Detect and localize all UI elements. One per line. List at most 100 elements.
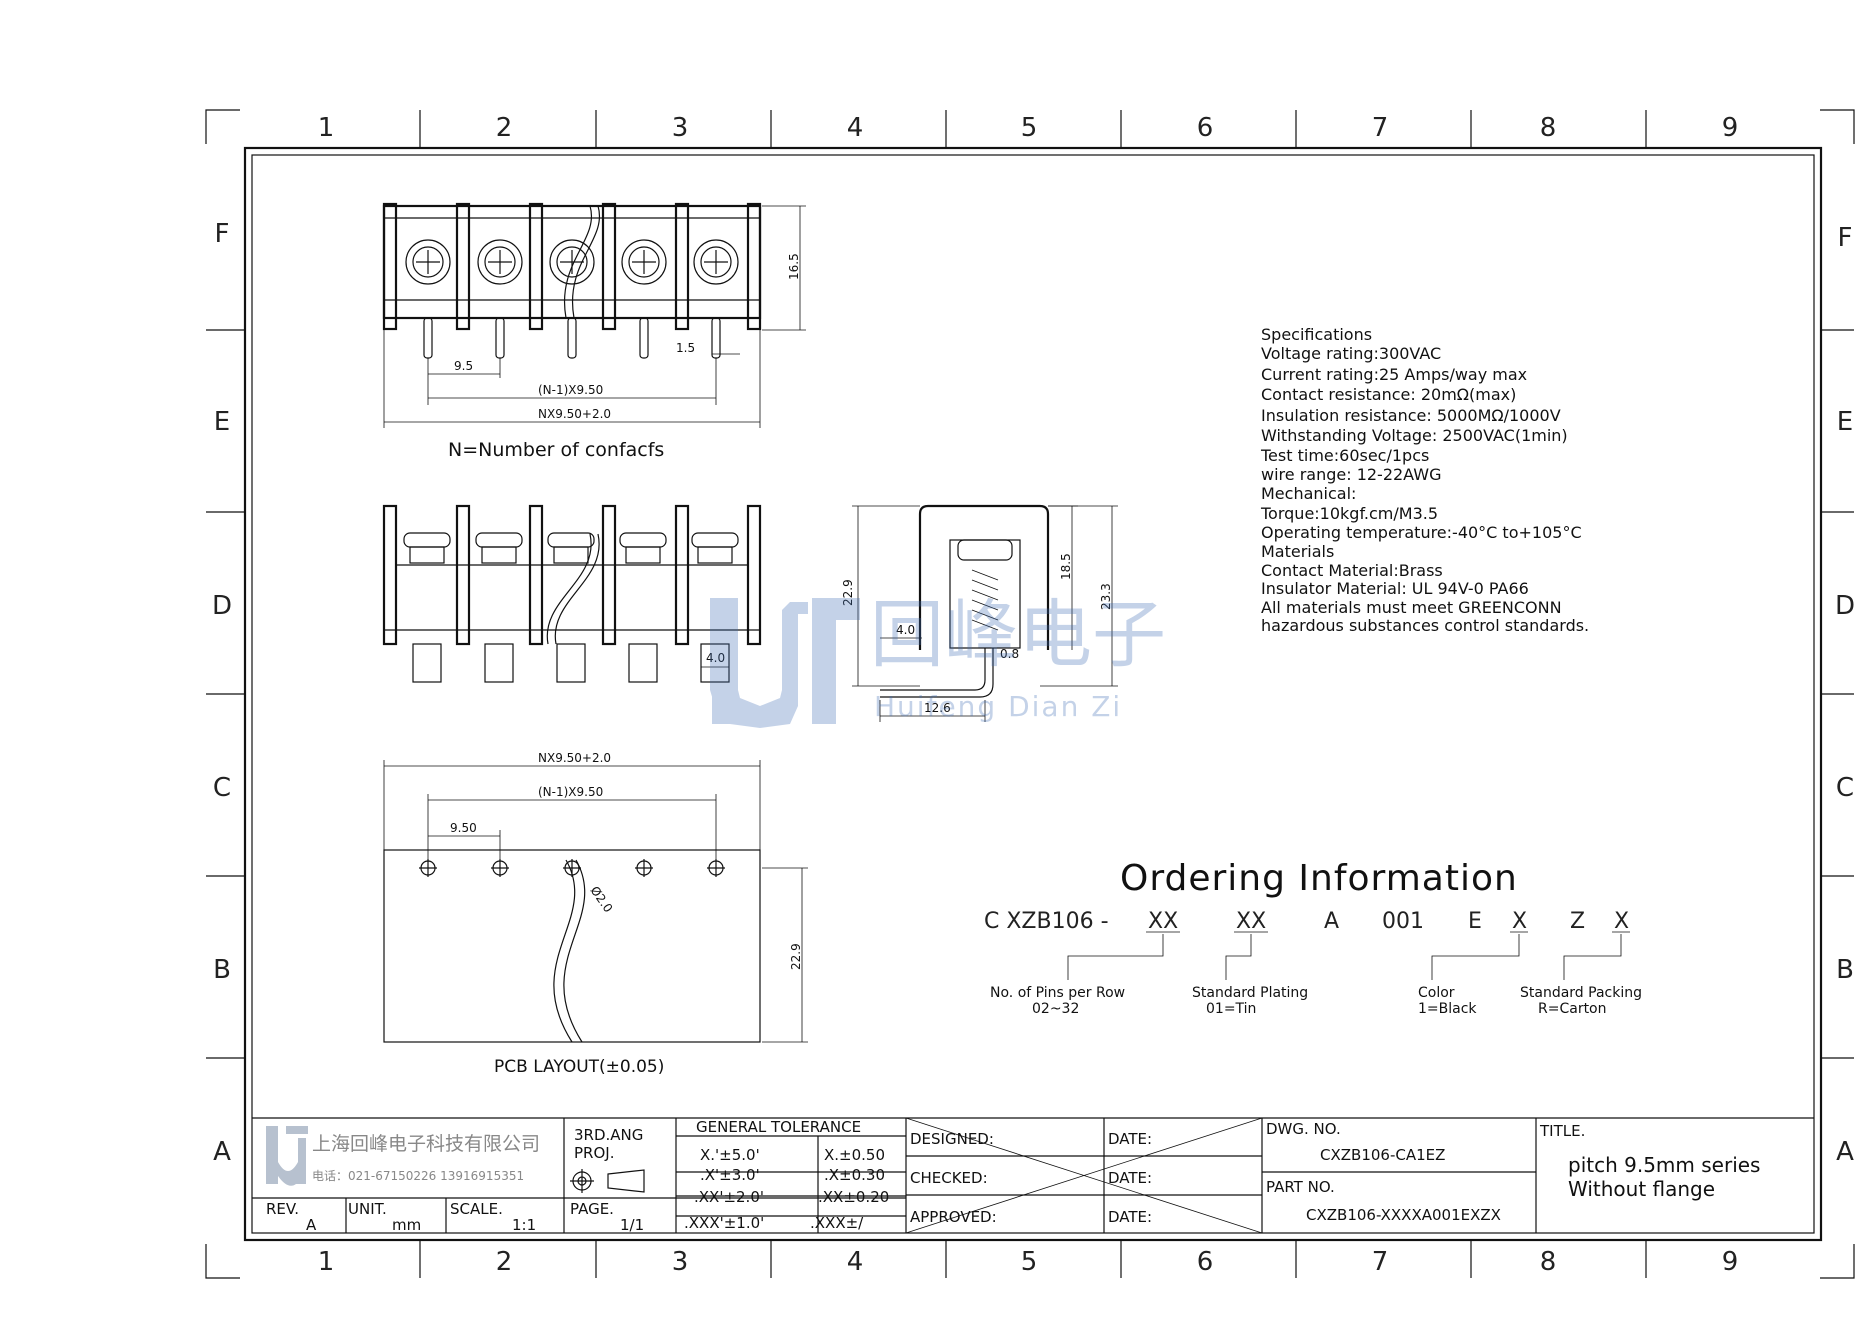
- pcb-caption: PCB LAYOUT(±0.05): [494, 1057, 664, 1077]
- zone-row-labels-left: F E D C B A: [212, 219, 232, 1167]
- top-view-caption: N=Number of confacfs: [448, 439, 664, 461]
- dwg-no-value: CXZB106-CA1EZ: [1320, 1146, 1445, 1164]
- ordering-code-z: Z: [1570, 909, 1585, 934]
- zone-col-5: 5: [1021, 113, 1038, 143]
- title-label: TITLE.: [1539, 1122, 1585, 1140]
- zone-ticks: [206, 110, 1854, 1278]
- ordering-label-packing-line1: Standard Packing: [1520, 985, 1642, 1001]
- title-line-1: pitch 9.5mm series: [1568, 1153, 1760, 1177]
- title-block: 上海回峰电子科技有限公司 电话：021-67150226 13916915351…: [252, 1117, 1814, 1234]
- pcb-pitch-dim: 9.50: [450, 821, 477, 835]
- spec-line-1: Voltage rating:300VAC: [1261, 344, 1441, 363]
- scale-value: 1:1: [512, 1216, 536, 1234]
- spec-line-0: Specifications: [1261, 325, 1372, 344]
- top-view-pin-dim: 1.5: [676, 341, 695, 355]
- spec-line-7: wire range: 12-22AWG: [1261, 465, 1441, 484]
- specifications: Specifications Voltage rating:300VAC Cur…: [1260, 325, 1589, 635]
- unit-value: mm: [392, 1216, 421, 1234]
- zone-col-1-bottom: 1: [318, 1247, 335, 1277]
- zone-row-c-right: C: [1836, 773, 1854, 803]
- pcb-layout: Ø2.0 NX9.50+2.0 (N-1)X9.50 9.50 22.9 PCB…: [383, 751, 808, 1077]
- top-view-pitch-dim: 9.5: [454, 359, 473, 373]
- zone-col-1: 1: [318, 113, 335, 143]
- top-view: 16.5 9.5 1.5 (N-1)X9.50 NX9.50+2.0 N=Num…: [382, 202, 806, 461]
- zone-row-labels-right: F E D C B A: [1835, 223, 1855, 1167]
- spec-line-6: Test time:60sec/1pcs: [1260, 446, 1429, 465]
- zone-col-7-bottom: 7: [1372, 1247, 1389, 1277]
- company-name: 上海回峰电子科技有限公司: [312, 1133, 540, 1155]
- pcb-span-dim: (N-1)X9.50: [538, 785, 603, 799]
- tolerance-angle-3: .XXX'±1.0': [684, 1214, 764, 1232]
- zone-col-3: 3: [672, 113, 689, 143]
- zone-col-4-bottom: 4: [847, 1247, 864, 1277]
- zone-row-b: B: [213, 955, 231, 985]
- zone-col-2: 2: [496, 113, 513, 143]
- spec-line-10: Operating temperature:-40°C to+105°C: [1261, 523, 1582, 542]
- projection-label-1: 3RD.ANG: [574, 1126, 643, 1144]
- ordering-label-pins-line1: No. of Pins per Row: [990, 985, 1125, 1001]
- ordering-code-e: E: [1468, 909, 1482, 934]
- zone-column-labels-bottom: 1 2 3 4 5 6 7 8 9: [318, 1247, 1739, 1277]
- page-label: PAGE.: [570, 1200, 614, 1218]
- watermark: 回峰电子 Huifeng Dian Zi: [710, 592, 1166, 728]
- dwg-no-label: DWG. NO.: [1266, 1120, 1341, 1138]
- zone-col-2-bottom: 2: [496, 1247, 513, 1277]
- top-view-total-dim: NX9.50+2.0: [538, 407, 611, 421]
- company-phone: 电话：021-67150226 13916915351: [312, 1169, 524, 1183]
- zone-col-4: 4: [847, 113, 864, 143]
- ordering-code-plating: XX: [1236, 909, 1266, 934]
- zone-col-5-bottom: 5: [1021, 1247, 1038, 1277]
- zone-col-9-bottom: 9: [1722, 1247, 1739, 1277]
- inner-border: [251, 154, 1815, 1234]
- zone-col-3-bottom: 3: [672, 1247, 689, 1277]
- ordering-label-color-line1: Color: [1418, 985, 1455, 1001]
- pcb-total-dim: NX9.50+2.0: [538, 751, 611, 765]
- tolerance-angle-2: .XX'±2.0': [694, 1188, 764, 1206]
- side-view-pin-offset-dim: 4.0: [896, 623, 915, 637]
- checked-label: CHECKED:: [910, 1169, 988, 1187]
- side-view-total-height-dim: 23.3: [1099, 583, 1113, 610]
- designed-label: DESIGNED:: [910, 1130, 994, 1148]
- side-view-inner-height-dim: 18.5: [1059, 553, 1073, 580]
- zone-row-c: C: [213, 773, 231, 803]
- spec-line-14: All materials must meet GREENCONN: [1261, 598, 1562, 617]
- zone-row-f-right: F: [1838, 223, 1853, 253]
- tolerance-angle-0: X.'±5.0': [700, 1146, 760, 1164]
- tolerance-linear-1: .X±0.30: [824, 1166, 885, 1184]
- projection-label-2: PROJ.: [574, 1144, 614, 1162]
- projection-symbol-icon: [570, 1169, 645, 1193]
- spec-line-3: Contact resistance: 20mΩ(max): [1261, 385, 1516, 404]
- top-view-height-dim: 16.5: [787, 253, 801, 280]
- ordering-code-prefix: C XZB106 -: [984, 909, 1109, 934]
- tolerance-angle-1: .X'±3.0': [700, 1166, 760, 1184]
- zone-row-d-right: D: [1835, 591, 1855, 621]
- zone-row-e-right: E: [1837, 407, 1853, 437]
- tolerance-linear-3: .XXX±/: [810, 1214, 864, 1232]
- zone-col-8-bottom: 8: [1540, 1247, 1557, 1277]
- checked-date-label: DATE:: [1108, 1169, 1152, 1187]
- spec-line-5: Withstanding Voltage: 2500VAC(1min): [1261, 426, 1568, 445]
- side-view-left-height-dim: 22.9: [841, 579, 855, 606]
- part-no-label: PART NO.: [1266, 1178, 1335, 1196]
- zone-col-8: 8: [1540, 113, 1557, 143]
- zone-row-a: A: [213, 1137, 231, 1167]
- zone-row-d: D: [212, 591, 232, 621]
- ordering-label-pins-line2: 02~32: [1032, 1001, 1079, 1017]
- ordering-label-packing-line2: R=Carton: [1538, 1001, 1607, 1017]
- spec-line-4: Insulation resistance: 5000MΩ/1000V: [1261, 406, 1561, 425]
- ordering-code-a: A: [1324, 909, 1339, 934]
- pcb-height-dim: 22.9: [789, 943, 803, 970]
- tolerance-title: GENERAL TOLERANCE: [696, 1118, 861, 1136]
- watermark-cn: 回峰电子: [870, 592, 1166, 678]
- zone-row-f: F: [215, 219, 230, 249]
- zone-col-6: 6: [1197, 113, 1214, 143]
- spec-line-12: Contact Material:Brass: [1261, 561, 1443, 580]
- watermark-en: Huifeng Dian Zi: [874, 690, 1122, 723]
- front-view: 4.0: [382, 504, 762, 683]
- tolerance-linear-0: X.±0.50: [824, 1146, 885, 1164]
- ordering-code-001: 001: [1382, 909, 1424, 934]
- ordering-code-packing: X: [1614, 909, 1629, 934]
- ordering-label-plating-line1: Standard Plating: [1192, 985, 1308, 1001]
- title-line-2: Without flange: [1568, 1177, 1715, 1201]
- zone-row-e: E: [214, 407, 230, 437]
